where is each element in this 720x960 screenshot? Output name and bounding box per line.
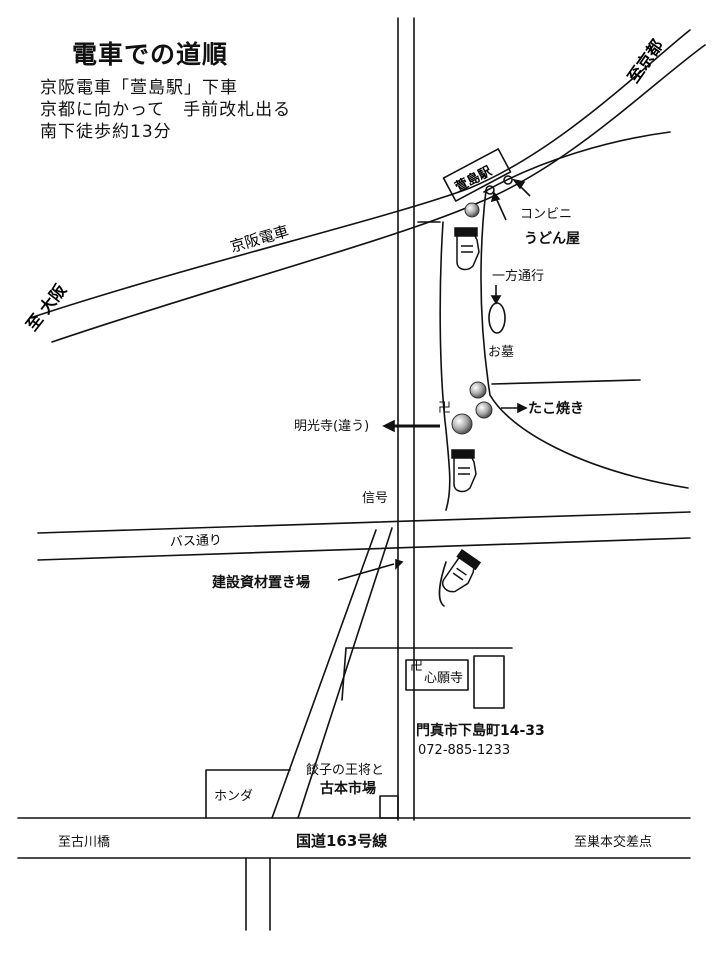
label-to-subamoto: 至巣本交差点 (574, 835, 653, 850)
label-address: 門真市下島町14-33 (416, 723, 545, 739)
road (341, 647, 347, 701)
landmark-ball (475, 401, 493, 419)
gyoza-building (379, 795, 399, 819)
pointing-hand-icon (441, 548, 482, 593)
label-convenience: コンビニ (520, 207, 573, 222)
pointing-hand-icon (451, 449, 477, 493)
convenience-marker (503, 175, 513, 185)
side-road (480, 189, 689, 489)
railway-line (29, 29, 691, 319)
label-honda: ホンダ (214, 789, 254, 804)
arrow-head (382, 419, 395, 433)
label-one-way: 一方通行 (492, 269, 545, 284)
side-road (438, 561, 447, 607)
arrow (337, 563, 395, 581)
label-udon: うどん屋 (524, 231, 580, 247)
label-grave: お墓 (488, 345, 515, 360)
label-bus-street: バス通り (170, 533, 223, 550)
landmark-ball (451, 413, 473, 435)
label-to-kyoto: 至京都 (624, 36, 667, 86)
bus-street (37, 511, 691, 534)
bus-street (37, 537, 691, 561)
honda-building (205, 769, 291, 819)
side-road (491, 379, 641, 385)
label-signal: 信号 (362, 491, 389, 506)
label-furuhon: 古本市場 (320, 781, 376, 797)
direction-line-2: 京都に向かって 手前改札出る (40, 100, 292, 120)
label-myokoji: 明光寺(違う) (294, 419, 370, 434)
label-takoyaki: たこ焼き (528, 401, 584, 417)
temple-manji-icon: 卍 (410, 659, 424, 674)
road (483, 131, 671, 193)
direction-line-1: 京阪電車「萱島駅」下車 (40, 78, 238, 98)
label-construction: 建設資材置き場 (212, 575, 310, 591)
landmark-ball (469, 381, 487, 399)
pointing-hand-icon (454, 227, 480, 271)
arrow-head (490, 295, 502, 305)
arrow-head (395, 558, 404, 570)
landmark-ball (464, 202, 480, 218)
arrow-head (490, 191, 501, 203)
diagonal-road (297, 527, 393, 819)
temple-building (405, 659, 469, 691)
arrow (495, 197, 507, 221)
station-box (442, 148, 512, 202)
railway-line (51, 44, 706, 343)
side-road (439, 221, 451, 511)
label-phone: 072-885-1233 (418, 743, 511, 758)
label-gyoza: 餃子の王将と (306, 763, 385, 778)
label-to-furukawabashi: 至古川橋 (58, 835, 111, 850)
page-title: 電車での道順 (72, 40, 229, 69)
grave-marker (488, 302, 506, 334)
temple-building (473, 655, 505, 709)
label-temple: 心願寺 (424, 671, 464, 686)
arrow-head (517, 402, 528, 414)
udon-marker (485, 185, 495, 195)
direction-line-3: 南下徒歩約13分 (40, 122, 172, 142)
label-route163: 国道163号線 (296, 832, 388, 850)
arrow-head (512, 178, 526, 190)
manji-icon: 卍 (438, 401, 452, 416)
